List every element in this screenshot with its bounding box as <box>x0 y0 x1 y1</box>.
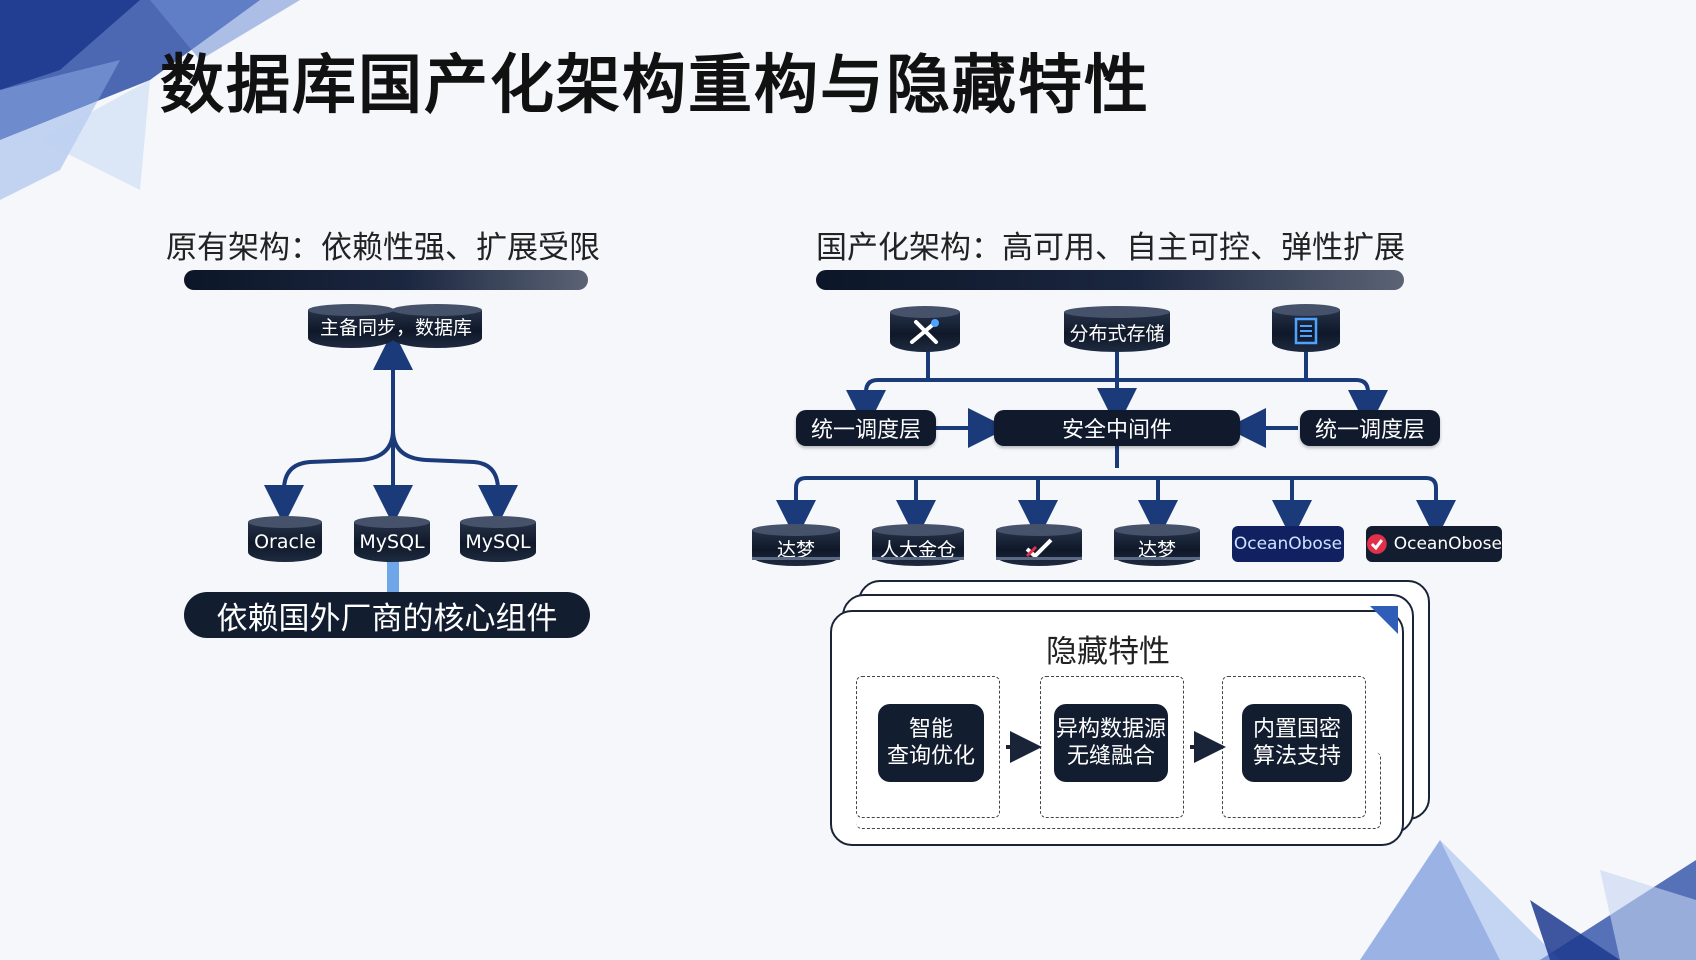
master-db-cylinder <box>308 304 394 348</box>
db-label: MySQL <box>354 522 430 562</box>
foreign-dependency-box: 依赖国外厂商的核心组件 <box>184 592 590 638</box>
feature-line: 无缝融合 <box>1066 744 1155 769</box>
db-label: OceanObose <box>1393 534 1502 554</box>
check-logo-icon <box>1025 538 1053 559</box>
distributed-storage-cylinder: 分布式存储 <box>1064 306 1170 352</box>
distributed-storage-label: 分布式存储 <box>1064 312 1170 352</box>
top-db-label: 主备同步，数据库 <box>319 317 472 339</box>
right-heading: 国产化架构：高可用、自主可控、弹性扩展 <box>816 230 1405 266</box>
left-heading: 原有架构：依赖性强、扩展受限 <box>166 230 600 266</box>
scheduler-right: 统一调度层 <box>1300 410 1440 446</box>
db-label: OceanObose <box>1233 534 1343 554</box>
db-check-logo <box>996 524 1082 566</box>
feature-frame-1 <box>856 676 1000 818</box>
right-heading-bar <box>816 270 1404 290</box>
tools-icon <box>910 319 939 344</box>
feature-line: 异构数据源 <box>1055 717 1166 742</box>
feature-national-crypto: 内置国密算法支持 <box>1242 704 1352 782</box>
db-oracle: Oracle <box>248 516 322 562</box>
db-kingbase: 人大金仓 <box>872 524 964 566</box>
db-oceanbase-2: OceanObose <box>1366 526 1502 562</box>
page-fold-icon <box>1370 606 1398 634</box>
document-db-cylinder <box>1272 304 1340 352</box>
tool-db-cylinder <box>890 306 960 352</box>
db-label: Oracle <box>248 522 322 562</box>
feature-smart-query: 智能查询优化 <box>878 704 984 782</box>
db-dameng-2: 达梦 <box>1114 524 1200 566</box>
oceanbase-logo-icon <box>1366 534 1387 554</box>
scheduler-left: 统一调度层 <box>796 410 936 446</box>
db-dameng-1: 达梦 <box>752 524 840 566</box>
document-icon <box>1294 317 1318 345</box>
page-title: 数据库国产化架构重构与隐藏特性 <box>160 49 1150 123</box>
feature-line: 查询优化 <box>886 744 975 769</box>
feature-line: 智能 <box>908 717 953 742</box>
db-mysql-1: MySQL <box>354 516 430 562</box>
feature-frame-outer <box>856 752 1381 829</box>
left-heading-bar <box>184 270 588 290</box>
security-middleware: 安全中间件 <box>994 410 1240 446</box>
db-label: MySQL <box>460 522 536 562</box>
db-mysql-2: MySQL <box>460 516 536 562</box>
feature-line: 内置国密 <box>1252 717 1341 742</box>
hidden-features-title: 隐藏特性 <box>1046 634 1170 670</box>
db-oceanbase-1: OceanObose <box>1232 526 1344 562</box>
slave-db-cylinder <box>392 304 482 348</box>
feature-line: 算法支持 <box>1252 744 1341 769</box>
feature-heterogeneous-sources: 异构数据源无缝融合 <box>1054 704 1168 782</box>
